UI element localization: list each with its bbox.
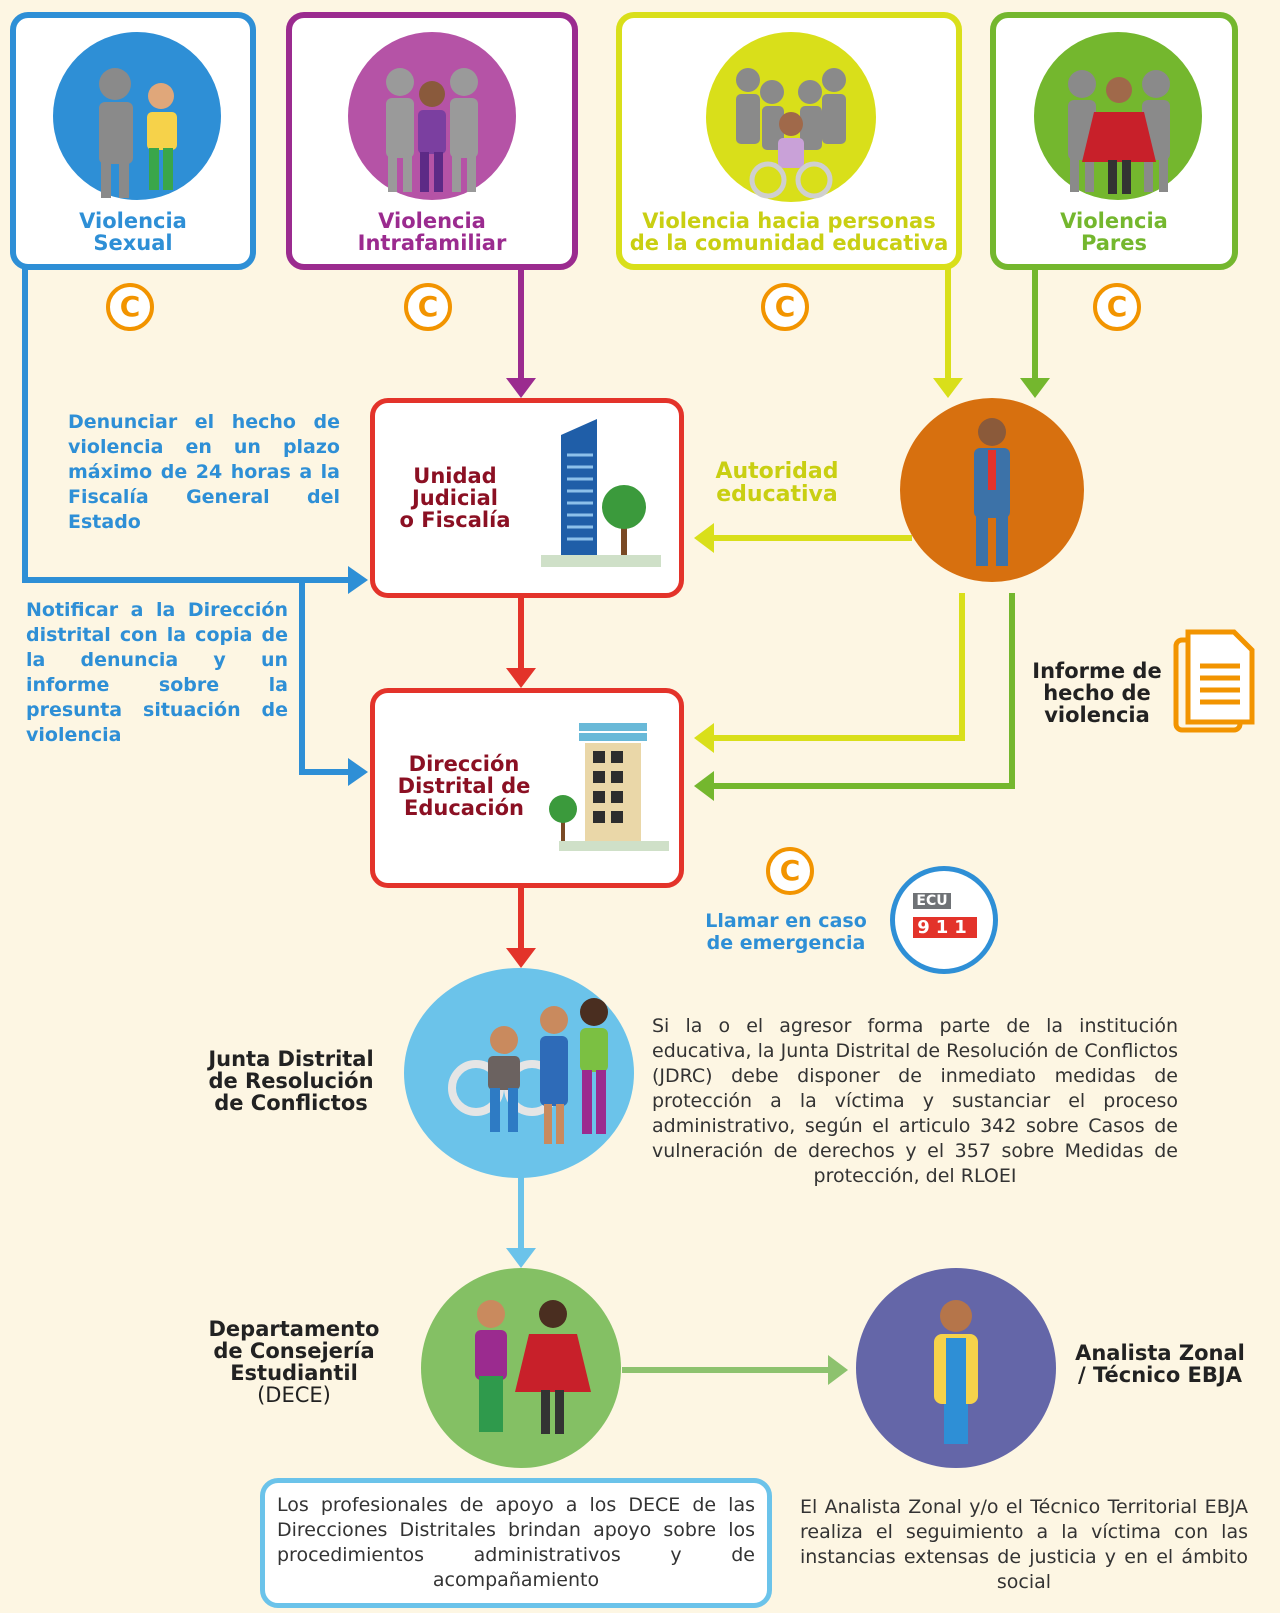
direccion-distrital-card: Dirección Distrital de Educación xyxy=(370,688,684,888)
phone-icon: C xyxy=(106,283,154,331)
ecu-logo-text: ECU xyxy=(913,893,951,909)
informe-line1: Informe de xyxy=(1032,659,1162,683)
building-icon xyxy=(549,723,669,851)
emergency-line1: Llamar en caso xyxy=(705,910,867,932)
junta-illustration xyxy=(404,968,634,1178)
dece-illustration xyxy=(421,1268,621,1468)
category-title-line1: Violencia xyxy=(1060,209,1168,233)
phone-icon: C xyxy=(404,283,452,331)
phone-icon: C xyxy=(766,847,814,895)
blue-connector-2 xyxy=(299,580,350,775)
note-notificar: Notificar a la Dirección distrital con l… xyxy=(26,599,288,746)
emergency-line2: de emergencia xyxy=(706,932,866,954)
direccion-line2: Distrital de xyxy=(397,774,531,798)
dece-line2: de Consejería xyxy=(213,1339,375,1363)
analista-description: El Analista Zonal y/o el Técnico Territo… xyxy=(800,1496,1248,1593)
people-illustration xyxy=(348,32,516,200)
analista-line2: / Técnico EBJA xyxy=(1078,1363,1242,1387)
analista-line1: Analista Zonal xyxy=(1075,1341,1245,1365)
category-card-sexual: Violencia Sexual xyxy=(10,12,256,270)
phone-icon: C xyxy=(1093,283,1141,331)
category-title-line2: Pares xyxy=(1080,231,1148,255)
ecu911-logo: ECU 911 xyxy=(890,866,998,974)
junta-line3: de Conflictos xyxy=(214,1091,368,1115)
document-icon xyxy=(1173,629,1255,733)
category-title-line2: Intrafamiliar xyxy=(357,231,507,255)
category-card-pares: Violencia Pares xyxy=(990,12,1238,270)
category-card-comunidad: Violencia hacia personas de la comunidad… xyxy=(616,12,962,270)
people-illustration xyxy=(706,32,876,202)
autoridad-educativa-icon xyxy=(900,398,1084,582)
phone-icon: C xyxy=(761,283,809,331)
category-title-line1: Violencia xyxy=(79,209,187,233)
people-illustration xyxy=(1034,32,1202,200)
category-title-line1: Violencia xyxy=(378,209,486,233)
junta-line1: Junta Distrital xyxy=(208,1047,374,1071)
911-logo-text: 911 xyxy=(913,917,977,938)
category-card-intrafamiliar: Violencia Intrafamiliar xyxy=(286,12,578,270)
category-title-line1: Violencia hacia personas xyxy=(642,209,936,233)
category-title-line2: Sexual xyxy=(93,231,173,255)
junta-description: Si la o el agresor forma parte de la ins… xyxy=(652,1015,1178,1187)
dece-line4: (DECE) xyxy=(257,1383,331,1407)
informe-line3: violencia xyxy=(1044,703,1150,727)
note-denunciar: Denunciar el hecho de violencia en un pl… xyxy=(68,411,340,533)
dece-note: Los profesionales de apoyo a los DECE de… xyxy=(277,1494,755,1591)
people-illustration xyxy=(53,32,221,200)
analista-illustration xyxy=(856,1268,1056,1468)
junta-line2: de Resolución xyxy=(208,1069,374,1093)
autoridad-line2: educativa xyxy=(716,482,838,507)
direccion-line1: Dirección xyxy=(408,752,520,776)
unidad-line1: Unidad xyxy=(413,464,497,488)
unidad-line3: o Fiscalía xyxy=(399,508,511,532)
building-icon xyxy=(541,419,661,567)
dece-line3: Estudiantil xyxy=(230,1361,358,1385)
informe-line2: hecho de xyxy=(1043,681,1151,705)
dece-line1: Departamento xyxy=(208,1317,380,1341)
dece-note-box: Los profesionales de apoyo a los DECE de… xyxy=(260,1478,772,1608)
blue-connector xyxy=(22,268,350,583)
unidad-line2: Judicial xyxy=(411,486,498,510)
autoridad-line1: Autoridad xyxy=(715,459,839,484)
unidad-judicial-card: Unidad Judicial o Fiscalía xyxy=(370,398,684,598)
direccion-line3: Educación xyxy=(404,796,524,820)
category-title-line2: de la comunidad educativa xyxy=(629,231,949,255)
